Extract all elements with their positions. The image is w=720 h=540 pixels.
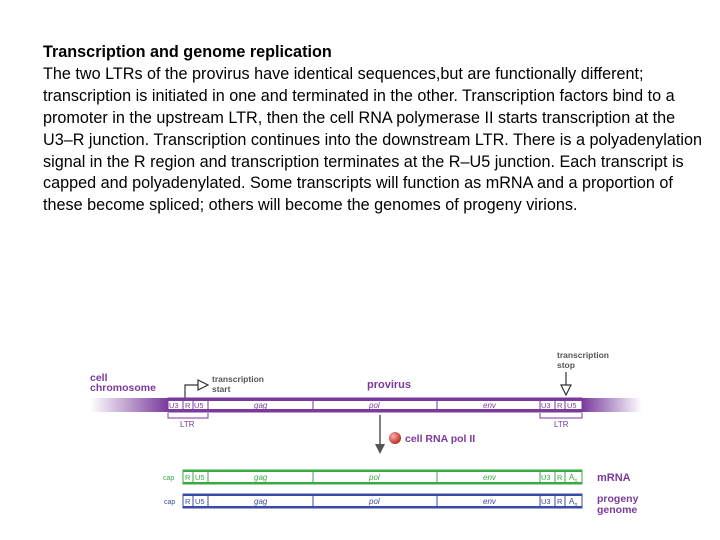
transcription-stop-label: transcription (557, 350, 609, 360)
description-text: Transcription and genome replication The… (43, 42, 703, 217)
genome-pol: pol (368, 497, 380, 506)
chromosome-label: chromosome (90, 382, 156, 394)
transcription-start-arrow (184, 379, 210, 398)
mrna-u3: U3 (541, 473, 551, 482)
chromosome-right-flank (582, 398, 642, 412)
transcription-stop-arrow (560, 372, 572, 397)
genome-polya: An (569, 497, 577, 508)
mrna-r: R (185, 473, 191, 482)
gene-pol: pol (368, 401, 380, 410)
ltr-left-bracket (167, 413, 209, 419)
ltr-left-u5: U5 (194, 401, 204, 410)
mrna-r2: R (557, 473, 563, 482)
genome-r: R (185, 497, 191, 506)
ltr-right-u5: U5 (567, 401, 577, 410)
transcription-stop-label-2: stop (557, 360, 575, 370)
mrna-env: env (483, 473, 497, 482)
mrna-bar (182, 469, 583, 485)
ltr-right-label: LTR (554, 420, 569, 429)
ltr-right-u3: U3 (541, 401, 551, 410)
genome-env: env (483, 497, 497, 506)
genome-gag: gag (254, 497, 268, 506)
polymerase-label: cell RNA pol II (405, 433, 475, 445)
genome-cap: cap (164, 499, 175, 506)
cell-label: cell (90, 372, 108, 384)
ltr-right-bracket (539, 413, 583, 419)
mrna-label: mRNA (597, 472, 631, 484)
genome-label: progeny (597, 493, 639, 505)
genome-bar (182, 493, 583, 509)
mrna-pol: pol (368, 473, 380, 482)
mrna-gag: gag (254, 473, 268, 482)
rna-polymerase-icon (389, 432, 401, 444)
genome-r2: R (557, 497, 563, 506)
ltr-left-label: LTR (180, 420, 195, 429)
mrna-cap: cap (163, 475, 174, 482)
mrna-u5: U5 (195, 473, 205, 482)
transcription-start-label-2: start (212, 384, 231, 394)
chromosome-left-flank (90, 398, 168, 412)
genome-label-2: genome (597, 504, 637, 516)
section-body: The two LTRs of the provirus have identi… (43, 64, 702, 215)
gene-env: env (483, 401, 497, 410)
ltr-left-u3: U3 (169, 401, 179, 410)
genome-u5: U5 (195, 497, 205, 506)
genome-u3: U3 (541, 497, 551, 506)
ltr-right-r: R (557, 401, 563, 410)
gene-gag: gag (254, 401, 268, 410)
provirus-label: provirus (367, 379, 411, 391)
provirus-bar (167, 397, 583, 413)
section-heading: Transcription and genome replication (43, 43, 332, 61)
transcription-start-label: transcription (212, 374, 264, 384)
transcription-arrow (375, 415, 385, 454)
mrna-polya: An (569, 473, 577, 484)
ltr-left-r: R (185, 401, 191, 410)
